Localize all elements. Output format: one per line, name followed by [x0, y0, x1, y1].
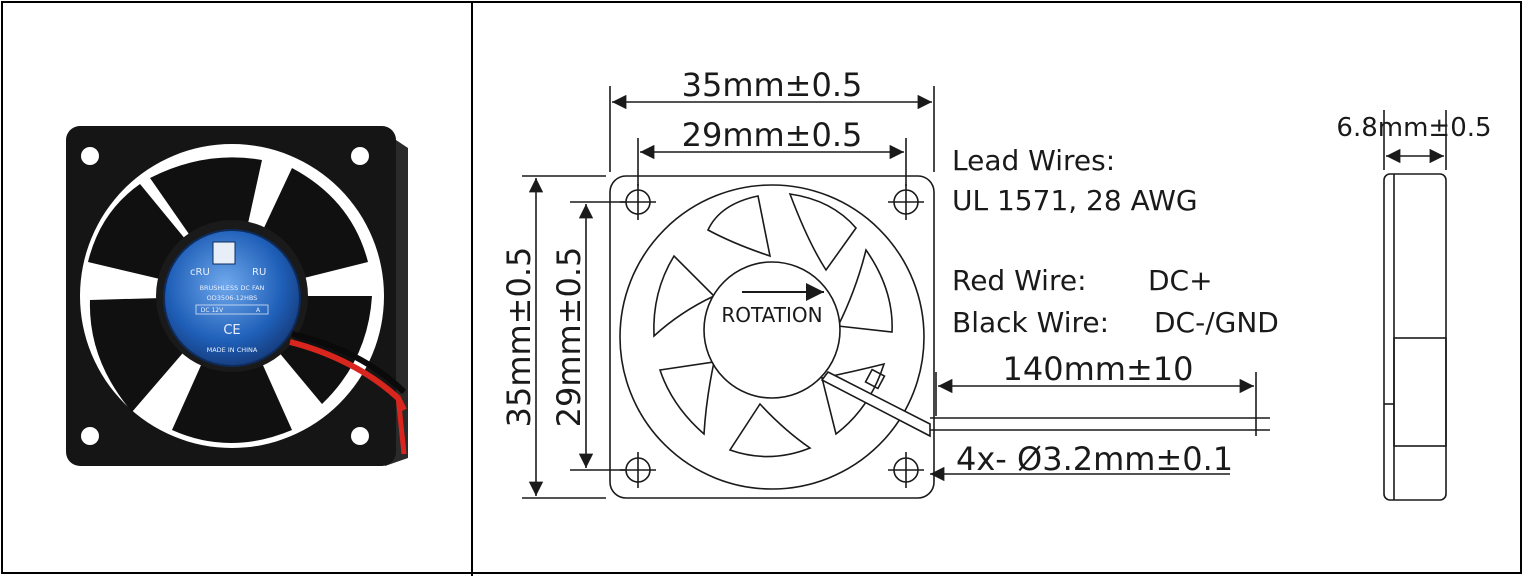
lead-length-label: 140mm±10 [1003, 350, 1194, 388]
dim-hole-width [637, 138, 907, 186]
red-wire [289, 339, 407, 412]
dim-overall-height [522, 175, 606, 499]
red-wire-label: Red Wire: [952, 264, 1087, 297]
fan-outline [609, 175, 935, 499]
black-wire-label: Black Wire: [952, 306, 1109, 339]
label-line5: MADE IN CHINA [207, 346, 258, 354]
thickness-label: 6.8mm±0.5 [1336, 113, 1491, 143]
dim-hole-height [570, 201, 626, 471]
hole-marks [620, 184, 924, 488]
black-wire [291, 331, 407, 395]
lead-wires-spec: UL 1571, 28 AWG [952, 184, 1198, 217]
panel-divider [471, 1, 473, 576]
ul-mark-left: cRU [190, 267, 210, 278]
red-wire-value: DC+ [1148, 264, 1213, 297]
side-outline [1383, 173, 1447, 501]
lead-wires-title: Lead Wires: [952, 144, 1115, 177]
hole-width-label: 29mm±0.5 [682, 116, 863, 154]
overall-width-label: 35mm±0.5 [682, 66, 863, 104]
fan-photo: cRU RU BRUSHLESS DC FAN OD3506-12HBS DC … [66, 126, 408, 466]
label-line4: A [256, 307, 261, 314]
label-line1: BRUSHLESS DC FAN [200, 284, 265, 292]
black-wire-value: DC-/GND [1154, 306, 1279, 339]
rotation-label: ROTATION [721, 303, 822, 327]
dim-overall-width [609, 86, 935, 172]
mount-hole [351, 427, 369, 445]
label-line2: OD3506-12HBS [207, 294, 258, 302]
mount-hole [81, 147, 99, 165]
brand-logo [212, 241, 236, 265]
ul-mark-right: RU [252, 267, 266, 278]
fan-hub-label [164, 230, 300, 366]
fan-outline-circle [619, 184, 925, 490]
overall-height-label: 35mm±0.5 [500, 247, 538, 428]
mount-hole [351, 147, 369, 165]
hole-height-label: 29mm±0.5 [550, 247, 588, 428]
side-view [1383, 110, 1447, 501]
ce-mark: CE [223, 323, 240, 338]
mount-holes-label: 4x- Ø3.2mm±0.1 [956, 440, 1233, 478]
dim-lead-length [935, 372, 1257, 436]
label-line3: DC 12V [201, 307, 224, 314]
mount-hole [81, 427, 99, 445]
